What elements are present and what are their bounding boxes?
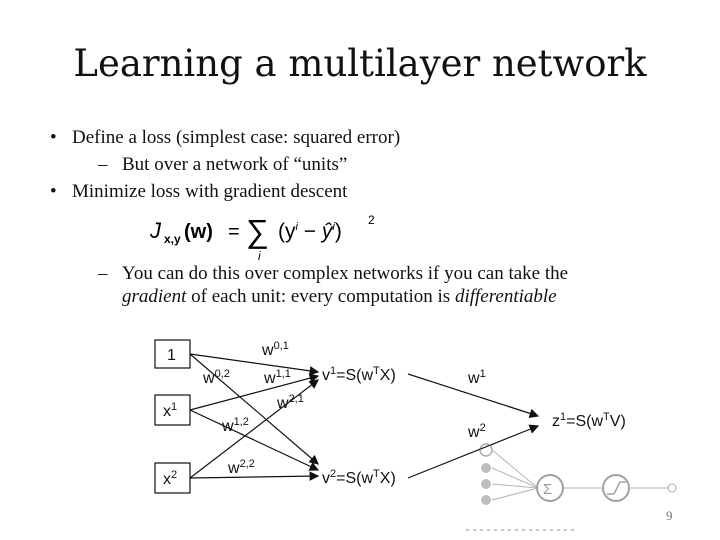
sub-bullet-network-units: – But over a network of “units” [98, 154, 348, 176]
slide-title: Learning a multilayer network [73, 42, 647, 85]
edge-x2-v2 [189, 471, 320, 481]
output-unit-z1: z1=S(wTV) [552, 411, 626, 430]
weight-w02: w0,2 [202, 368, 230, 387]
input-label-x1: x1 [163, 401, 177, 420]
neuron-thumbnail-image: Σ [466, 443, 677, 531]
eq-sum: ∑ [246, 213, 269, 249]
dash-glyph: – [98, 154, 108, 175]
weight-w11: w1,1 [263, 368, 291, 387]
edge-x2-v1 [189, 379, 319, 479]
edge-x1-v1 [189, 373, 320, 411]
differentiable-word: differentiable [454, 286, 557, 307]
edge-bias-v2 [189, 353, 319, 465]
gradient-word: gradient [122, 286, 187, 307]
weight-wo1: w1 [467, 368, 486, 387]
sub-bullet-complex-networks: – You can do this over complex networks … [98, 262, 569, 308]
loss-equation: J x,y (w) = ∑ i (yi − ŷi) 2 [149, 213, 375, 263]
sub-bullet-mid: of each unit: every computation is [186, 286, 455, 307]
hidden-unit-v1: v1=S(wTX) [322, 365, 396, 384]
bullet-minimize-loss: • Minimize loss with gradient descent [50, 181, 348, 203]
weight-w01: w0,1 [261, 340, 289, 359]
edge-bias-v1 [189, 353, 320, 376]
bullet-glyph: • [50, 181, 57, 202]
eq-sub-xy: x,y [164, 232, 181, 246]
edge-v1-z [407, 373, 540, 418]
page-number: 9 [666, 508, 673, 523]
bullet-define-loss: • Define a loss (simplest case: squared … [50, 127, 401, 149]
bullet-text: Minimize loss with gradient descent [72, 181, 348, 202]
bullet-glyph: • [50, 127, 57, 148]
weight-w22: w2,2 [227, 458, 255, 477]
weight-w21: w2,1 [276, 393, 304, 412]
eq-term-y: (yi − ŷi) [278, 220, 342, 243]
eq-J: J [149, 218, 162, 243]
weight-wo2: w2 [467, 422, 486, 441]
bullet-text: Define a loss (simplest case: squared er… [72, 127, 401, 148]
eq-equals: = [228, 221, 240, 243]
sub-bullet-line-2: gradient of each unit: every computation… [122, 285, 568, 308]
eq-w: (w) [184, 221, 213, 243]
input-node-bias [154, 339, 191, 369]
eq-power: 2 [368, 213, 375, 227]
input-node-x1 [154, 394, 191, 426]
dash-glyph: – [98, 263, 108, 284]
input-node-x2 [154, 462, 191, 494]
sub-bullet-line-1: You can do this over complex networks if… [122, 263, 569, 284]
input-label-bias: 1 [167, 347, 176, 364]
eq-sum-index: i [258, 249, 261, 263]
hidden-unit-v2: v2=S(wTX) [322, 468, 396, 487]
sub-bullet-text: But over a network of “units” [122, 154, 348, 175]
svg-text:Σ: Σ [543, 481, 552, 498]
input-label-x2: x2 [163, 469, 177, 488]
weight-w12: w1,2 [221, 416, 249, 435]
edge-v2-z [407, 424, 540, 479]
edge-x1-v2 [189, 409, 320, 471]
